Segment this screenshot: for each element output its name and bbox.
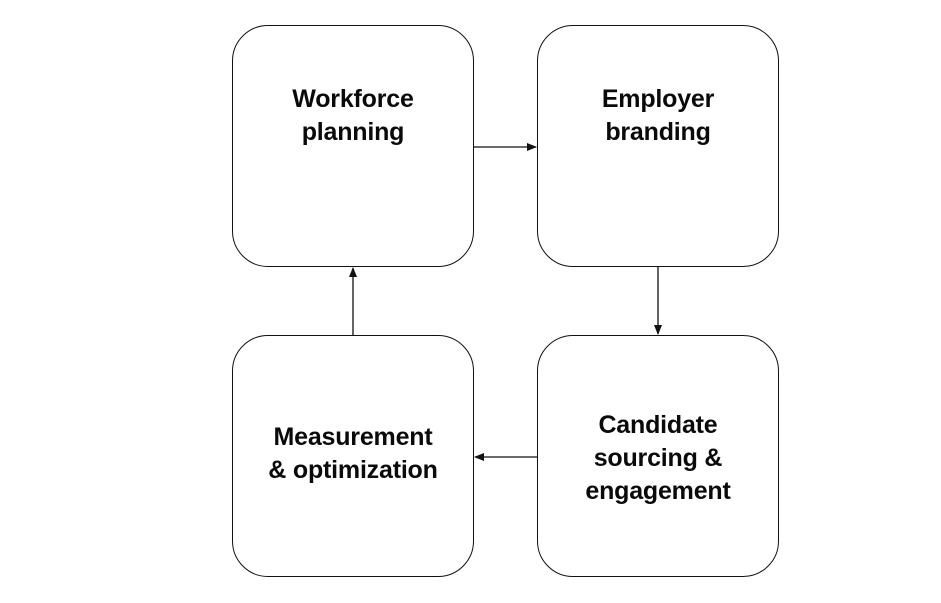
step-label: Workforce planning [292, 85, 414, 146]
step-label: Candidate sourcing & engagement [585, 411, 731, 505]
step-label: Employer branding [601, 85, 715, 146]
step-employer-branding: Employer branding [537, 25, 779, 267]
step-workforce-planning: Workforce planning [232, 25, 474, 267]
step-candidate-sourcing: Candidate sourcing & engagement [537, 335, 779, 577]
step-label: Measurement & optimization [268, 422, 438, 484]
step-measurement-optimization: Measurement & optimization [232, 335, 474, 577]
